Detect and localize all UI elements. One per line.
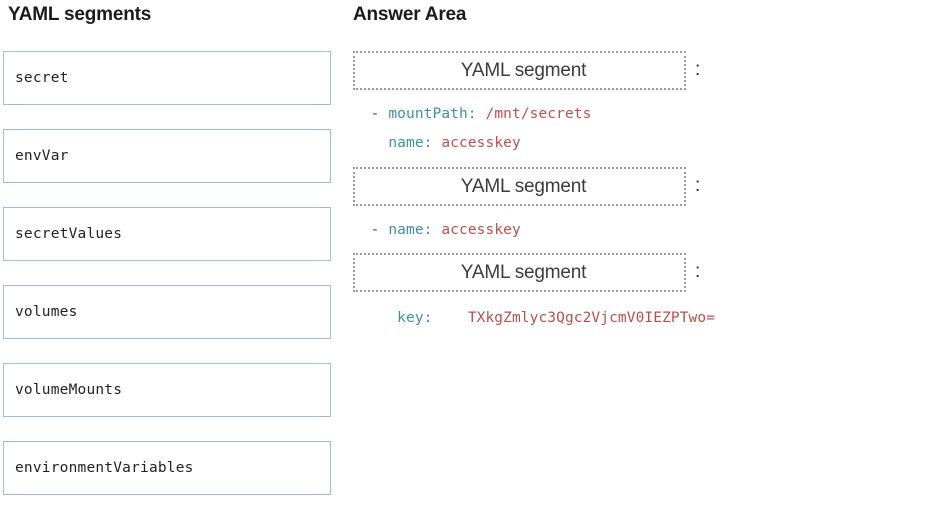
yaml-indent xyxy=(353,106,371,122)
yaml-code-block: - name: accesskey xyxy=(353,206,933,253)
segment-tile-label: volumes xyxy=(15,304,78,320)
yaml-gap xyxy=(477,106,486,122)
yaml-value: accesskey xyxy=(441,222,521,238)
dropzone-placeholder: YAML segment xyxy=(460,261,587,283)
dropzone-colon: : xyxy=(695,59,701,80)
segment-tile[interactable]: volumes xyxy=(3,285,331,339)
dropzone-colon: : xyxy=(695,175,701,196)
yaml-key: mountPath: xyxy=(388,106,477,122)
yaml-key: name: xyxy=(388,135,433,151)
segment-tile[interactable]: volumeMounts xyxy=(3,363,331,417)
answer-area-heading: Answer Area xyxy=(353,4,467,25)
segment-tile[interactable]: environmentVariables xyxy=(3,441,331,495)
yaml-code-line: key: TXkgZmlyc3Qgc2VjcmV0IEZPTwo= xyxy=(353,304,933,333)
yaml-value: accesskey xyxy=(441,135,521,151)
yaml-gap xyxy=(432,310,467,326)
answer-block: YAML segment: - name: accesskey xyxy=(353,167,933,253)
answer-block: YAML segment: - mountPath: /mnt/secrets … xyxy=(353,51,933,167)
segment-tile-label: secretValues xyxy=(15,226,123,242)
dropzone-colon: : xyxy=(695,261,701,282)
dropzone-row: YAML segment: xyxy=(353,253,933,292)
answer-dropzone[interactable]: YAML segment xyxy=(353,167,686,206)
yaml-code-block: key: TXkgZmlyc3Qgc2VjcmV0IEZPTwo= xyxy=(353,292,933,333)
segment-tile[interactable]: envVar xyxy=(3,129,331,183)
yaml-indent xyxy=(353,222,371,238)
segment-tile[interactable]: secret xyxy=(3,51,331,105)
yaml-key: key: xyxy=(397,310,433,326)
yaml-value: TXkgZmlyc3Qgc2VjcmV0IEZPTwo= xyxy=(467,310,716,326)
segment-tile-label: secret xyxy=(15,70,69,86)
answer-area: YAML segment: - mountPath: /mnt/secrets … xyxy=(353,51,933,333)
answer-dropzone[interactable]: YAML segment xyxy=(353,253,686,292)
yaml-code-line: - name: accesskey xyxy=(353,216,933,245)
segment-tile-label: environmentVariables xyxy=(15,460,194,476)
yaml-segments-heading: YAML segments xyxy=(8,4,152,25)
answer-dropzone[interactable]: YAML segment xyxy=(353,51,686,90)
yaml-list-dash: - xyxy=(370,222,389,238)
yaml-code-line: name: accesskey xyxy=(353,129,933,158)
dropzone-row: YAML segment: xyxy=(353,51,933,90)
dropzone-placeholder: YAML segment xyxy=(460,59,587,81)
yaml-code-block: - mountPath: /mnt/secrets name: accesske… xyxy=(353,90,933,167)
yaml-value: /mnt/secrets xyxy=(485,106,592,122)
yaml-segment-list: secret envVar secretValues volumes volumeMou… xyxy=(3,51,331,519)
yaml-indent xyxy=(353,310,397,326)
segment-tile[interactable]: secretValues xyxy=(3,207,331,261)
dropzone-placeholder: YAML segment xyxy=(460,175,587,197)
yaml-list-dash xyxy=(371,135,389,151)
yaml-key: name: xyxy=(388,222,433,238)
segment-tile-label: envVar xyxy=(15,148,69,164)
yaml-code-line: - mountPath: /mnt/secrets xyxy=(353,100,933,129)
dropzone-row: YAML segment: xyxy=(353,167,933,206)
answer-block: YAML segment: key: TXkgZmlyc3Qgc2VjcmV0I… xyxy=(353,253,933,333)
yaml-indent xyxy=(353,135,371,151)
yaml-list-dash: - xyxy=(370,106,389,122)
segment-tile-label: volumeMounts xyxy=(15,382,123,398)
